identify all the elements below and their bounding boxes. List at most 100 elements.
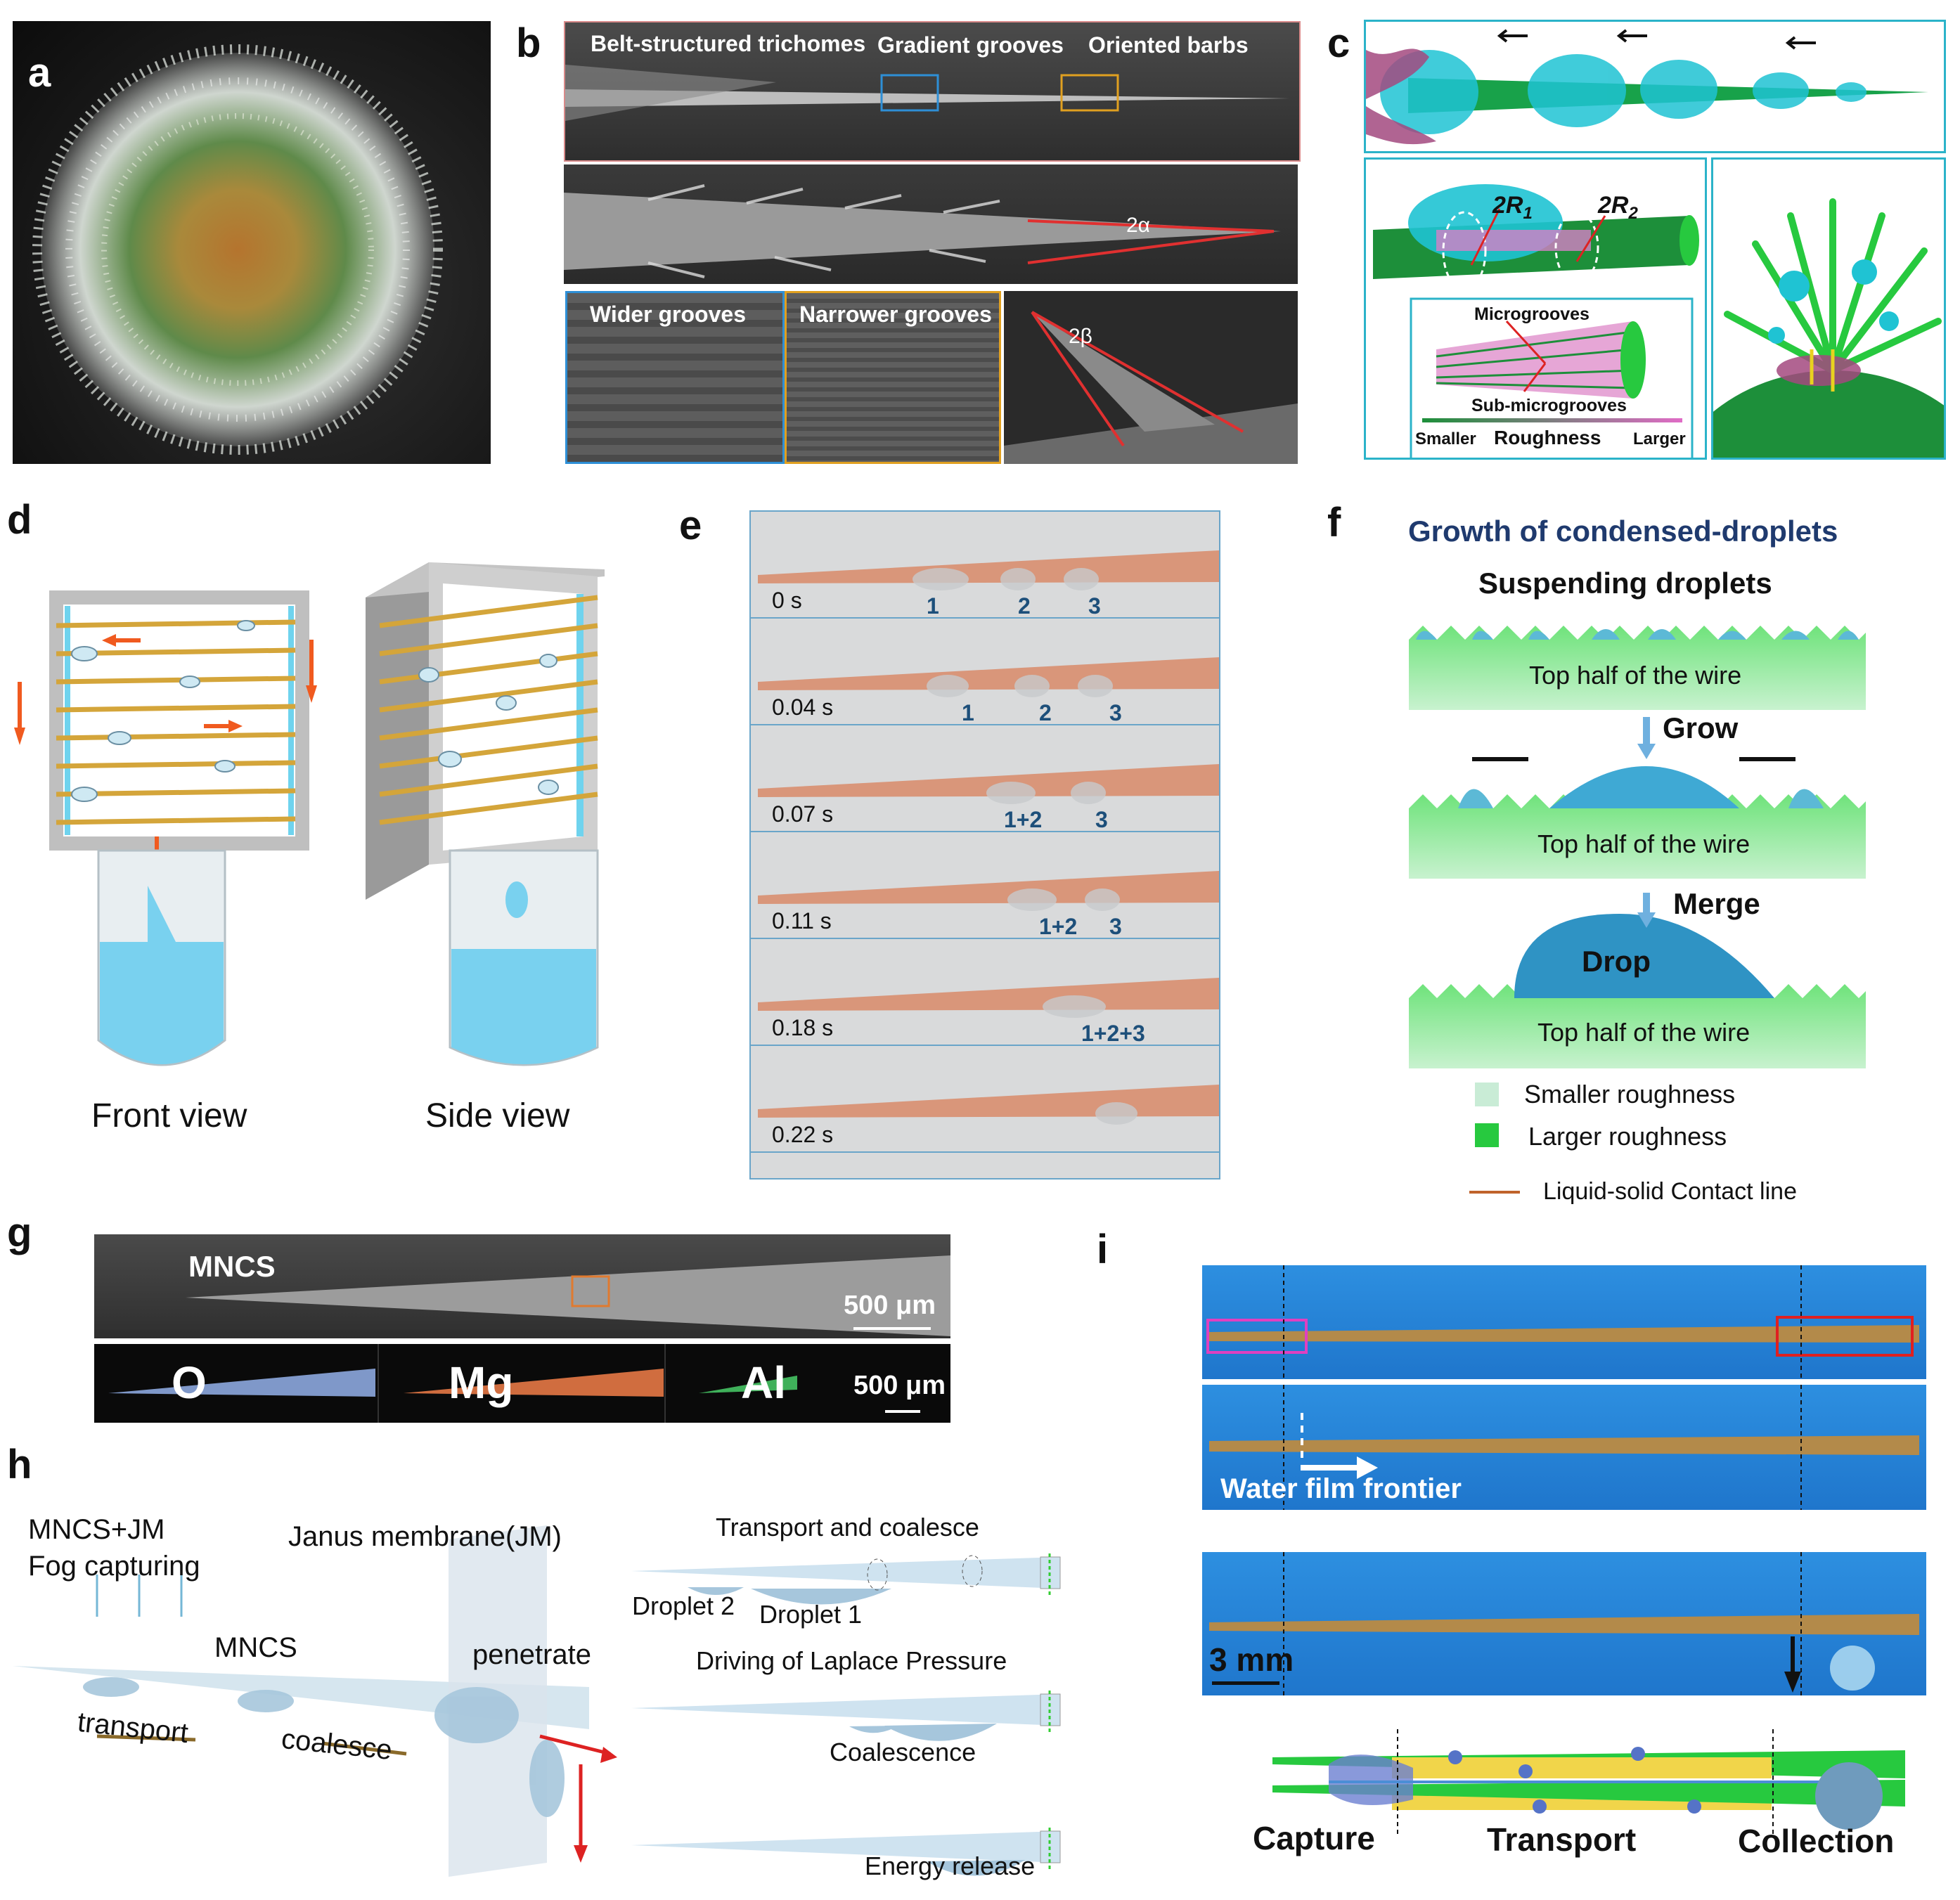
legend-larger-swatch xyxy=(1475,1123,1499,1147)
panel-a-photo: a xyxy=(13,21,491,464)
belt-trichomes-label: Belt-structured trichomes xyxy=(591,31,866,56)
beta-angle-label: 2β xyxy=(1069,325,1092,348)
panel-g-eds-maps: O Mg Al 500 μm xyxy=(94,1344,950,1423)
droplet-number: 1 xyxy=(927,593,939,619)
smaller-label: Smaller xyxy=(1415,429,1476,448)
scale-bar-1-label: 500 μm xyxy=(844,1291,936,1320)
panel-g-label: g xyxy=(7,1210,32,1255)
collection-label: Collection xyxy=(1738,1823,1895,1859)
panel-d-label: d xyxy=(7,497,32,543)
panel-h-label: h xyxy=(7,1442,32,1487)
larger-label: Larger xyxy=(1633,429,1686,448)
droplet-number: 1+2 xyxy=(1039,914,1078,939)
panel-i-label: i xyxy=(1097,1227,1109,1272)
grow-label: Grow xyxy=(1663,711,1739,744)
droplet-number: 3 xyxy=(1095,807,1108,832)
timelapse-time: 0.11 s xyxy=(772,908,832,933)
energy-release-label: Energy release xyxy=(865,1851,1036,1880)
droplet-number: 1+2 xyxy=(1004,807,1043,832)
timelapse-time: 0 s xyxy=(772,588,802,613)
transport-i-label: Transport xyxy=(1487,1821,1637,1858)
panel-c-cylinder-scheme: 2R1 2R2 Microgrooves Sub-microgrooves Sm… xyxy=(1364,157,1707,460)
timelapse-frame: 0.04 s 1 2 3 xyxy=(751,619,1219,725)
timelapse-wire xyxy=(758,550,1219,590)
wider-grooves-label: Wider grooves xyxy=(590,302,746,327)
eds-mg-label: Mg xyxy=(449,1357,514,1408)
coalescence-label: Coalescence xyxy=(830,1738,976,1766)
timelapse-time: 0.22 s xyxy=(772,1122,834,1147)
panel-f-label: f xyxy=(1327,500,1341,545)
timelapse-wire xyxy=(758,871,1219,911)
panel-b-label: b xyxy=(516,20,541,66)
legend-smaller-label: Smaller roughness xyxy=(1524,1080,1736,1109)
timelapse-time: 0.18 s xyxy=(772,1015,834,1040)
panel-f-title: Growth of condensed-droplets xyxy=(1408,515,1838,548)
panel-c-sphere-scheme xyxy=(1711,157,1946,460)
top-half-label-1: Top half of the wire xyxy=(1529,661,1742,690)
legend-larger-label: Larger roughness xyxy=(1528,1122,1727,1151)
timelapse-time: 0.04 s xyxy=(772,694,834,720)
water-film-frontier-label: Water film frontier xyxy=(1220,1473,1462,1504)
transport-coalesce-label: Transport and coalesce xyxy=(716,1513,979,1542)
timelapse-wire xyxy=(758,764,1219,804)
side-view-label: Side view xyxy=(425,1097,570,1135)
panel-g-sem: MNCS 500 μm xyxy=(94,1234,950,1338)
narrower-grooves-inset: Narrower grooves xyxy=(785,291,1001,464)
drop-label: Drop xyxy=(1582,945,1651,978)
panel-d-collector-illustration xyxy=(14,562,605,1066)
merge-label: Merge xyxy=(1673,887,1760,920)
panel-f-wire-scheme xyxy=(1409,626,1866,1068)
timelapse-wire xyxy=(758,657,1219,697)
droplet-number: 3 xyxy=(1088,593,1101,619)
barb-inset: 2β xyxy=(1004,291,1298,464)
panel-i-frame-1 xyxy=(1202,1265,1926,1379)
droplet-number: 2 xyxy=(1039,700,1052,725)
narrower-grooves-label: Narrower grooves xyxy=(799,302,992,327)
r1-label: 2R1 xyxy=(1492,192,1533,223)
panel-i-scheme xyxy=(1272,1729,1905,1835)
panel-c-top-scheme xyxy=(1364,20,1946,153)
panel-i-frame-2: Water film frontier xyxy=(1202,1385,1926,1510)
top-half-label-2: Top half of the wire xyxy=(1537,829,1751,858)
legend-smaller-swatch xyxy=(1475,1083,1499,1106)
panel-b-sem-top: Belt-structured trichomes Gradient groov… xyxy=(564,21,1301,162)
mncs-jm-label: MNCS+JM xyxy=(28,1514,165,1545)
droplet-1-label: Droplet 1 xyxy=(759,1600,863,1629)
microgrooves-label: Microgrooves xyxy=(1474,304,1590,324)
panel-e-label: e xyxy=(679,503,702,548)
droplet-number: 3 xyxy=(1109,700,1122,725)
penetrate-label: penetrate xyxy=(472,1639,592,1670)
droplet-number: 1+2+3 xyxy=(1081,1021,1145,1046)
droplet-number: 2 xyxy=(1018,593,1031,619)
mncs-h-label: MNCS xyxy=(214,1632,297,1663)
capture-label: Capture xyxy=(1253,1820,1375,1856)
timelapse-wire xyxy=(758,978,1219,1018)
janus-membrane-label: Janus membrane(JM) xyxy=(288,1521,562,1552)
roughness-label: Roughness xyxy=(1494,427,1601,448)
timelapse-frame: 0.18 s 1+2+3 xyxy=(751,939,1219,1046)
panel-a-label: a xyxy=(28,50,51,96)
panel-h-scheme xyxy=(13,1525,1061,1877)
top-half-label-3: Top half of the wire xyxy=(1537,1018,1751,1047)
r2-label: 2R2 xyxy=(1598,192,1638,223)
panel-c-label: c xyxy=(1327,20,1350,66)
timelapse-frame: 0.07 s 1+2 3 xyxy=(751,725,1219,832)
sub-microgrooves-label: Sub-microgrooves xyxy=(1471,396,1627,415)
fog-capturing-label: Fog capturing xyxy=(28,1551,200,1582)
timelapse-time: 0.07 s xyxy=(772,801,834,827)
scale-bar-2-label: 500 μm xyxy=(853,1371,946,1400)
suspending-droplets-label: Suspending droplets xyxy=(1478,567,1772,600)
eds-o-label: O xyxy=(172,1357,207,1408)
panel-b-sem-mid: 2α xyxy=(564,164,1298,284)
oriented-barbs-label: Oriented barbs xyxy=(1088,32,1249,58)
mncs-sem-label: MNCS xyxy=(188,1250,276,1283)
timelapse-frame: 0 s 1 2 3 xyxy=(751,512,1219,619)
front-view-label: Front view xyxy=(91,1097,247,1135)
droplet-number: 1 xyxy=(962,700,974,725)
eds-al-label: Al xyxy=(741,1357,786,1408)
gradient-grooves-label: Gradient grooves xyxy=(877,32,1064,58)
laplace-label: Driving of Laplace Pressure xyxy=(696,1646,1007,1675)
